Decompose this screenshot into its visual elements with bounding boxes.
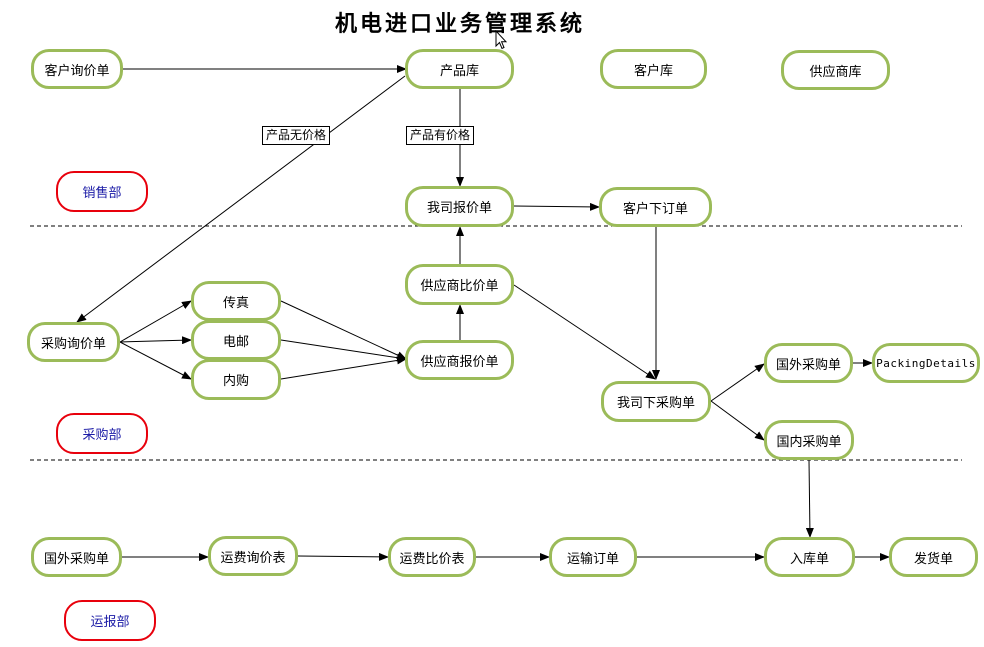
node-purchase-inquiry[interactable]: 采购询价单	[27, 322, 120, 362]
edge-email-to-supplier-quote	[280, 339, 407, 362]
node-customer-db[interactable]: 客户库	[600, 49, 707, 89]
edge-domestic-to-supplier-quote	[280, 356, 407, 380]
node-domestic-po[interactable]: 国内采购单	[764, 420, 854, 460]
edge-domestic-po-to-warehouse	[805, 459, 814, 538]
edge-inquiry-to-domestic	[119, 341, 192, 380]
page-title: 机电进口业务管理系统	[334, 11, 585, 37]
edge-product-to-purchase-inquiry	[76, 75, 406, 323]
edge-our-po-to-domestic-po	[710, 400, 765, 441]
node-warehouse-in[interactable]: 入库单	[764, 537, 855, 577]
edge-inquiry-to-fax	[119, 300, 192, 343]
edge-label-no-price: 产品无价格	[262, 126, 331, 145]
node-email[interactable]: 电邮	[191, 320, 281, 360]
edge-quote-to-order	[513, 202, 600, 211]
node-product-db[interactable]: 产品库	[405, 49, 514, 89]
edge-inquiry-to-email	[119, 336, 192, 345]
node-our-po[interactable]: 我司下采购单	[601, 381, 711, 422]
node-customer-order[interactable]: 客户下订单	[599, 187, 712, 227]
dept-sales: 销售部	[56, 171, 148, 212]
dept-purchasing: 采购部	[56, 413, 148, 454]
node-foreign-po[interactable]: 国外采购单	[764, 343, 853, 383]
node-foreign-po-ship[interactable]: 国外采购单	[31, 537, 122, 577]
edge-fax-to-supplier-quote	[280, 300, 407, 360]
node-fax[interactable]: 传真	[191, 281, 281, 321]
node-customer-inquiry[interactable]: 客户询价单	[31, 49, 123, 89]
node-supplier-db[interactable]: 供应商库	[781, 50, 890, 90]
mouse-cursor-icon	[495, 30, 507, 50]
edge-freight-inquiry-to-compare	[297, 552, 389, 561]
node-transport-order[interactable]: 运输订单	[549, 537, 637, 577]
node-our-quote[interactable]: 我司报价单	[405, 186, 514, 227]
node-supplier-quote[interactable]: 供应商报价单	[405, 340, 514, 380]
edge-our-po-to-foreign-po	[710, 363, 765, 402]
dept-shipping: 运报部	[64, 600, 156, 641]
node-packing-details[interactable]: PackingDetails	[872, 343, 980, 383]
edge-compare-to-our-po	[513, 284, 656, 380]
edge-label-has-price: 产品有价格	[406, 126, 475, 145]
node-delivery-note[interactable]: 发货单	[889, 537, 978, 577]
node-freight-inquiry[interactable]: 运费询价表	[208, 536, 298, 576]
node-supplier-compare[interactable]: 供应商比价单	[405, 264, 514, 305]
node-freight-compare[interactable]: 运费比价表	[388, 537, 476, 577]
node-domestic-buy[interactable]: 内购	[191, 359, 281, 400]
